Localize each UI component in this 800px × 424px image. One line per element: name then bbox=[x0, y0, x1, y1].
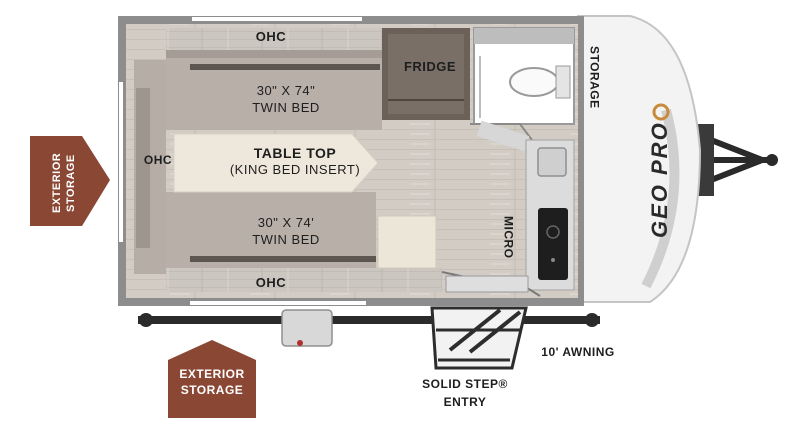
label-ext-left-1: EXTERIOR bbox=[51, 152, 63, 214]
label-fridge: FRIDGE bbox=[403, 59, 457, 74]
sink bbox=[537, 147, 567, 177]
label-ohc-left: OHC bbox=[143, 153, 173, 167]
cooktop bbox=[538, 208, 568, 280]
label-step-1: SOLID STEP® bbox=[422, 377, 508, 391]
label-step-2: ENTRY bbox=[443, 395, 487, 409]
label-storage: STORAGE bbox=[587, 45, 602, 109]
window-left bbox=[119, 82, 123, 242]
label-ohc-top: OHC bbox=[255, 29, 287, 44]
label-micro: MICRO bbox=[501, 215, 516, 259]
logo-swash bbox=[641, 108, 680, 289]
awning-rail bbox=[138, 313, 600, 327]
logo-mark bbox=[652, 103, 670, 121]
label-bed-top-1: 30" X 74" bbox=[256, 83, 316, 98]
label-awning: 10' AWNING bbox=[541, 345, 615, 359]
window-top bbox=[192, 17, 362, 21]
side-compartment bbox=[281, 309, 333, 347]
label-ext-left-2: STORAGE bbox=[65, 154, 77, 212]
exterior-storage-bottom bbox=[168, 340, 256, 418]
label-ext-bottom-2: STORAGE bbox=[180, 383, 244, 397]
table-top-insert bbox=[173, 133, 379, 193]
ohc-top-cabinet bbox=[166, 28, 382, 50]
exterior-storage-left bbox=[30, 136, 110, 226]
ohc-bottom-cabinet bbox=[166, 268, 442, 292]
cushion-top bbox=[166, 50, 382, 130]
label-logo: GEO PRO bbox=[647, 121, 672, 239]
label-table-2: (KING BED INSERT) bbox=[229, 162, 361, 177]
cushion-bottom bbox=[166, 192, 376, 268]
label-ohc-bottom: OHC bbox=[255, 275, 287, 290]
label-table-1: TABLE TOP bbox=[253, 145, 337, 161]
label-bed-top-2: TWIN BED bbox=[252, 100, 320, 115]
label-bed-bottom-2: TWIN BED bbox=[252, 232, 320, 247]
label-bed-bottom-1: 30" X 74' bbox=[257, 215, 315, 230]
entry-cabinet bbox=[377, 215, 437, 269]
toilet bbox=[509, 67, 559, 97]
window-bottom bbox=[190, 301, 366, 305]
solid-step bbox=[430, 306, 528, 370]
label-ext-bottom-1: EXTERIOR bbox=[179, 367, 245, 381]
